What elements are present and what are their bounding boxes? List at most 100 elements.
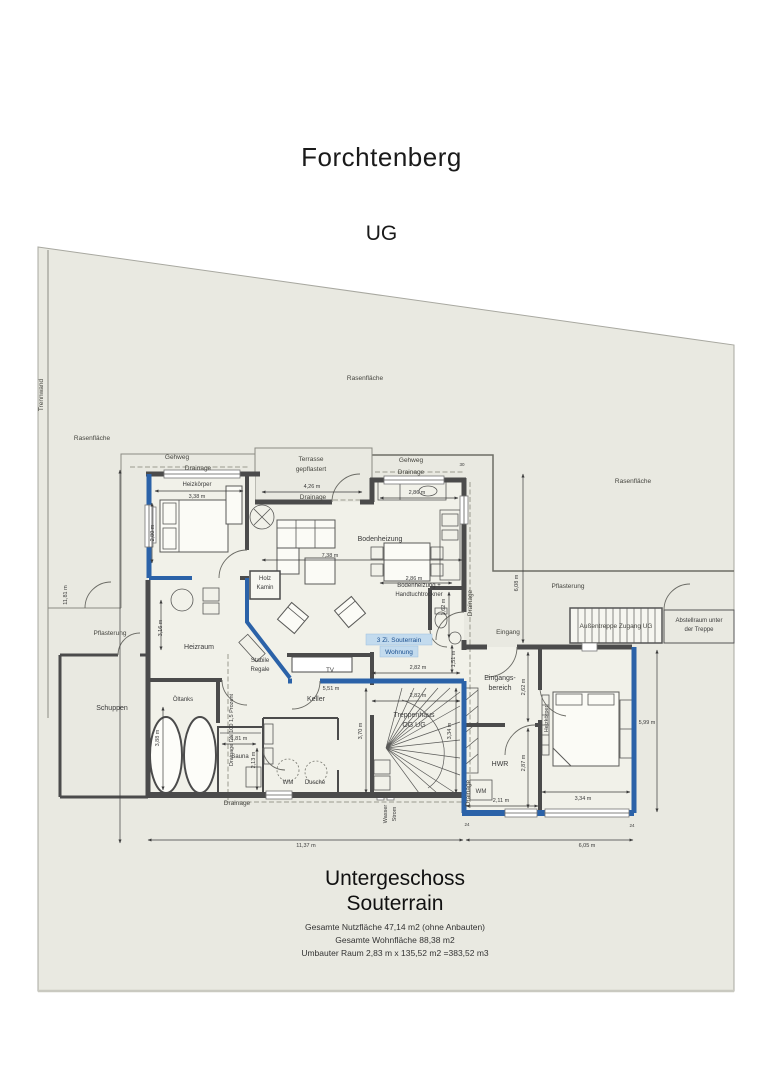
dim-2-82-b: 2,82 m (410, 693, 427, 699)
page-title: Forchtenberg (301, 142, 462, 172)
dim-11-81: 11,81 m (63, 585, 69, 605)
wm-keller-label: WM (283, 780, 294, 786)
footer-heading-line2: Souterrain (346, 892, 444, 915)
eingang-label: Eingang (496, 629, 520, 636)
rasenflaeche-top-label: Rasenfläche (347, 375, 384, 382)
bodenheizung-handtuch-label: Bodenheizung +Handtuchtrockner (395, 583, 442, 598)
wardrobe-top-left (225, 485, 243, 525)
sauna-stove (220, 732, 262, 788)
dim-3-88: 3,88 m (155, 729, 161, 746)
rasenflaeche-right-label: Rasenfläche (615, 478, 652, 485)
shelf-stabile-regale (238, 633, 266, 663)
boiler (170, 587, 220, 615)
tick-24-left: 24 (464, 822, 470, 827)
furniture-layer (149, 481, 634, 801)
dim-5-99: 5,99 m (639, 720, 656, 726)
stat-umbauter-raum: Umbauter Raum 2,83 m x 135,52 m2 =383,52… (301, 948, 489, 958)
wm-hwr-label: WM (476, 789, 487, 795)
floor-label: UG (365, 222, 398, 245)
dim-3-34-stairs: 3,34 m (447, 722, 453, 739)
aussentreppe-label: Außentreppe Zugang UG (580, 623, 653, 630)
tv-board (291, 656, 353, 673)
aussentreppe (569, 607, 663, 644)
abstellraum (663, 583, 735, 644)
hwr-label: HWR (492, 761, 509, 768)
footer-stats: Gesamte Nutzfläche 47,14 m2 (ohne Anbaut… (0, 921, 763, 960)
dim-1-51: 1,51 m (451, 650, 457, 667)
bed-right (552, 691, 634, 767)
windows (144, 469, 630, 818)
strom-label: Strom (392, 806, 398, 821)
gehweg-right-label: Gehweg (399, 457, 424, 464)
eingangsbereich-label: Eingangs-bereich (484, 675, 516, 692)
apartment-highlight (365, 633, 433, 658)
dim-3-34-bed: 3,34 m (575, 796, 592, 802)
armchair-1 (276, 601, 310, 635)
heizkoerper-top-label: Heizkörper (182, 482, 211, 488)
armchair-2 (333, 595, 367, 629)
tv-label: TV (326, 668, 334, 674)
dimension-lines (118, 469, 659, 844)
footer-heading: Untergeschoss Souterrain (0, 866, 763, 916)
dim-2-82-a: 2,82 m (410, 665, 427, 671)
dim-2-13: 2,13 m (251, 751, 257, 768)
heizkoerper-apt-label: Heizkörper (544, 706, 550, 733)
stat-wohnflaeche: Gesamte Wohnfläche 88,38 m2 (335, 935, 455, 945)
dim-3-16: 3,16 m (158, 619, 164, 636)
drainage-dn-label: Drainage DN 100 1,5 Prozent (229, 693, 235, 766)
dim-2-11: 2,11 m (493, 798, 510, 804)
round-table (249, 504, 275, 530)
dim-5-51: 5,51 m (323, 686, 340, 692)
plan-labels: TrennwandRasenflächeRasenflächeRasenfläc… (38, 375, 723, 849)
dim-2-87: 2,87 m (521, 754, 527, 771)
dusche-label: Dusche (305, 780, 326, 786)
dim-3-38: 3,38 m (189, 494, 206, 500)
drainage-right-upper-label: Drainage (467, 589, 474, 616)
dining-set (370, 542, 444, 582)
wasser-label: Wasser (383, 805, 389, 824)
dim-7-38: 7,38 m (322, 553, 339, 559)
bodenheizung-label: Bodenheizung (358, 536, 403, 543)
tick-30: 30 (459, 462, 465, 467)
coffee-table (304, 557, 336, 585)
tick-24-right: 24 (629, 823, 635, 828)
drainage-terrasse-label: Drainage (300, 494, 327, 501)
bed-top-left (159, 499, 229, 553)
pflasterung-right-label: Pflasterung (552, 583, 585, 590)
oil-tanks (149, 716, 217, 794)
pflasterung-left-label: Pflasterung (94, 630, 127, 637)
heizraum-label: Heizraum (184, 644, 214, 651)
oeltanks-label: Öltanks (173, 696, 193, 703)
sauna-label: Sauna (231, 754, 249, 760)
dim-4-26: 4,26 m (304, 484, 321, 490)
keller-label: Keller (307, 696, 326, 703)
drainage-right-lower-label: Drainage (465, 779, 472, 806)
trennwand-label: Trennwand (38, 378, 45, 411)
dim-2-80: 2,80 m (150, 524, 156, 541)
drainage-top-left-label: Drainage (185, 465, 212, 472)
drainage-bottom-label: Drainage (224, 800, 251, 807)
dim-2-62: 2,62 m (521, 678, 527, 695)
dim-1-62: 1,62 m (441, 598, 447, 615)
doors (84, 473, 567, 771)
stat-nutzflaeche: Gesamte Nutzfläche 47,14 m2 (ohne Anbaut… (304, 922, 486, 932)
apartment-highlight-line2: Wohnung (385, 649, 413, 656)
dim-3-70: 3,70 m (358, 722, 364, 739)
rasenflaeche-left-label: Rasenfläche (74, 435, 111, 442)
apartment-highlight-line1: 3 Zi. Souterrain (377, 637, 422, 644)
dim-6-05: 6,05 m (579, 843, 596, 849)
gehweg-left-label: Gehweg (165, 454, 190, 461)
footer-heading-line1: Untergeschoss (324, 867, 466, 890)
schuppen-label: Schuppen (96, 705, 128, 712)
dim-2-86-a: 2,86 m (409, 490, 426, 496)
dim-1-81: 1,81 m (231, 736, 248, 742)
drainage-top-right-label: Drainage (398, 469, 425, 476)
dim-6-08: 6,08 m (514, 574, 520, 591)
